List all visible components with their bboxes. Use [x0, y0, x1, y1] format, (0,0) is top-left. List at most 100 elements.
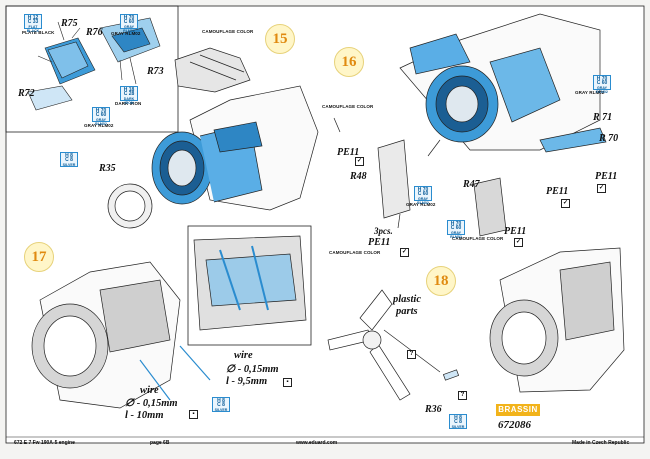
- label-camouflage-16c: CAMOUFLAGE COLOR: [329, 250, 381, 255]
- color-code: H 70: [123, 14, 135, 21]
- photo-etch-marker: ✓: [514, 238, 523, 247]
- color-code: H 18: [123, 86, 135, 93]
- step-17-marker: 17: [24, 242, 54, 272]
- color-code: H 12: [27, 14, 39, 21]
- plastic-part-marker: ?: [407, 350, 416, 359]
- color-box-flat-black: H 12 C 33 FLAT BLACK: [24, 14, 42, 33]
- color-name: SILVER: [62, 162, 76, 167]
- color-sub: C 33: [27, 19, 39, 26]
- color-sub: C 8: [217, 402, 225, 409]
- color-name: SILVER: [451, 424, 465, 429]
- color-box-silver-a: H 8 C 8 SILVER: [60, 152, 78, 167]
- label-plastic: plastic: [393, 294, 421, 305]
- wire-b-diameter: ∅ - 0,15mm: [125, 398, 178, 409]
- step-16-marker: 16: [334, 47, 364, 77]
- part-pe11-b: PE11: [546, 186, 569, 197]
- color-name: GRAY RLM02: [450, 230, 462, 240]
- label-camouflage-16b: CAMOUFLAGE COLOR: [452, 236, 504, 241]
- label-camouflage-15: CAMOUFLAGE COLOR: [202, 29, 254, 34]
- color-sub: C 60: [596, 80, 608, 87]
- color-box-silver-c: H 8 C 8 SILVER: [449, 414, 467, 429]
- photo-etch-marker: ✓: [400, 248, 409, 257]
- color-sub: C 8: [65, 157, 73, 164]
- label-three-pcs: 3pcs.: [374, 226, 393, 236]
- footer-kit-name: 672 E 7 Fw 190A-5 engine: [14, 440, 75, 446]
- label-gray-rlm02-a: GRAY RLM02: [111, 31, 141, 36]
- photo-etch-marker: ✓: [561, 199, 570, 208]
- wire-marker: ▪: [189, 410, 198, 419]
- part-pe11-d: PE11: [504, 226, 527, 237]
- color-name: SILVER: [214, 407, 228, 412]
- inset-parts-drawing: [27, 17, 161, 111]
- color-box-gray-rlm02-e: H 70 C 60 GRAY RLM02: [447, 220, 465, 239]
- part-r75: R75: [61, 18, 78, 29]
- part-pe11-a: PE11: [337, 147, 360, 158]
- color-name: GRAY RLM02: [596, 85, 608, 95]
- color-box-gray-rlm02-b: H 70 C 60 GRAY RLM02: [92, 107, 110, 126]
- wire-b-title: wire: [140, 385, 159, 396]
- label-camouflage-16a: CAMOUFLAGE COLOR: [322, 104, 374, 109]
- color-box-gray-rlm02-a: H 70 C 60 GRAY RLM02: [120, 14, 138, 33]
- plastic-part-marker: ?: [458, 391, 467, 400]
- color-sub: C 60: [123, 19, 135, 26]
- color-name: GRAY RLM02: [417, 196, 429, 206]
- part-pe11-e: PE11: [368, 237, 391, 248]
- label-gray-rlm02-d: GRAY RLM02: [406, 202, 436, 207]
- color-box-gray-rlm02-c: H 70 C 60 GRAY RLM02: [593, 75, 611, 94]
- wire-b-length: l - 10mm: [125, 410, 164, 421]
- color-box-gray-rlm02-d: H 70 C 60 GRAY RLM02: [414, 186, 432, 205]
- color-code: H 8: [454, 414, 462, 421]
- label-plate-black: PLATE BLACK: [22, 30, 55, 35]
- engine-17-drawing: [31, 235, 307, 409]
- color-name: DARK IRON: [123, 96, 135, 106]
- label-parts: parts: [396, 306, 418, 317]
- footer-made-in: Made in Czech Republic: [572, 440, 630, 446]
- step-15-marker: 15: [265, 24, 295, 54]
- label-gray-rlm02-c: GRAY RLM02: [575, 90, 605, 95]
- part-r36: R36: [425, 404, 442, 415]
- wire-marker: ▪: [283, 378, 292, 387]
- color-sub: C 28: [123, 91, 135, 98]
- wire-a-title: wire: [234, 350, 253, 361]
- color-sub: C 8: [454, 419, 462, 426]
- color-code: H 8: [65, 152, 73, 159]
- label-dark-iron: DARK IRON: [115, 101, 142, 106]
- step-18-marker: 18: [426, 266, 456, 296]
- wire-a-diameter: ∅ - 0,15mm: [226, 364, 279, 375]
- wire-a-length: l - 9,5mm: [226, 376, 268, 387]
- inset-box-17: [187, 225, 312, 346]
- label-gray-rlm02-b: GRAY RLM02: [84, 123, 114, 128]
- color-code: H 70: [450, 220, 462, 227]
- part-pe11-c: PE11: [595, 171, 618, 182]
- footer-url: www.eduard.com: [296, 440, 338, 446]
- kit-number: 672086: [498, 419, 531, 431]
- color-code: H 70: [95, 107, 107, 114]
- engine-18-drawing: [327, 247, 625, 401]
- color-box-dark-iron: H 18 C 28 DARK IRON: [120, 86, 138, 105]
- part-r71: R 71: [593, 112, 613, 123]
- footer-page: page 6B: [150, 440, 170, 446]
- color-name: GRAY RLM02: [123, 24, 135, 34]
- color-name: FLAT BLACK: [26, 24, 40, 34]
- color-sub: C 60: [417, 191, 429, 198]
- color-name: GRAY RLM02: [95, 117, 107, 127]
- nacelle-15-drawing: [107, 47, 319, 229]
- photo-etch-marker: ✓: [597, 184, 606, 193]
- part-r70: R 70: [599, 133, 619, 144]
- color-code: H 70: [417, 186, 429, 193]
- color-code: H 8: [217, 397, 225, 404]
- part-r47: R47: [463, 179, 480, 190]
- brand-logo: BRASSIN: [496, 404, 540, 416]
- color-box-silver-b: H 8 C 8 SILVER: [212, 397, 230, 412]
- part-r73: R73: [147, 66, 164, 77]
- part-r72: R72: [18, 88, 35, 99]
- part-r76: R76: [86, 27, 103, 38]
- part-r35: R35: [99, 163, 116, 174]
- part-r48: R48: [350, 171, 367, 182]
- engine-16-drawing: [333, 13, 607, 237]
- color-sub: C 60: [450, 225, 462, 232]
- photo-etch-marker: ✓: [355, 157, 364, 166]
- color-code: H 70: [596, 75, 608, 82]
- color-sub: C 60: [95, 112, 107, 119]
